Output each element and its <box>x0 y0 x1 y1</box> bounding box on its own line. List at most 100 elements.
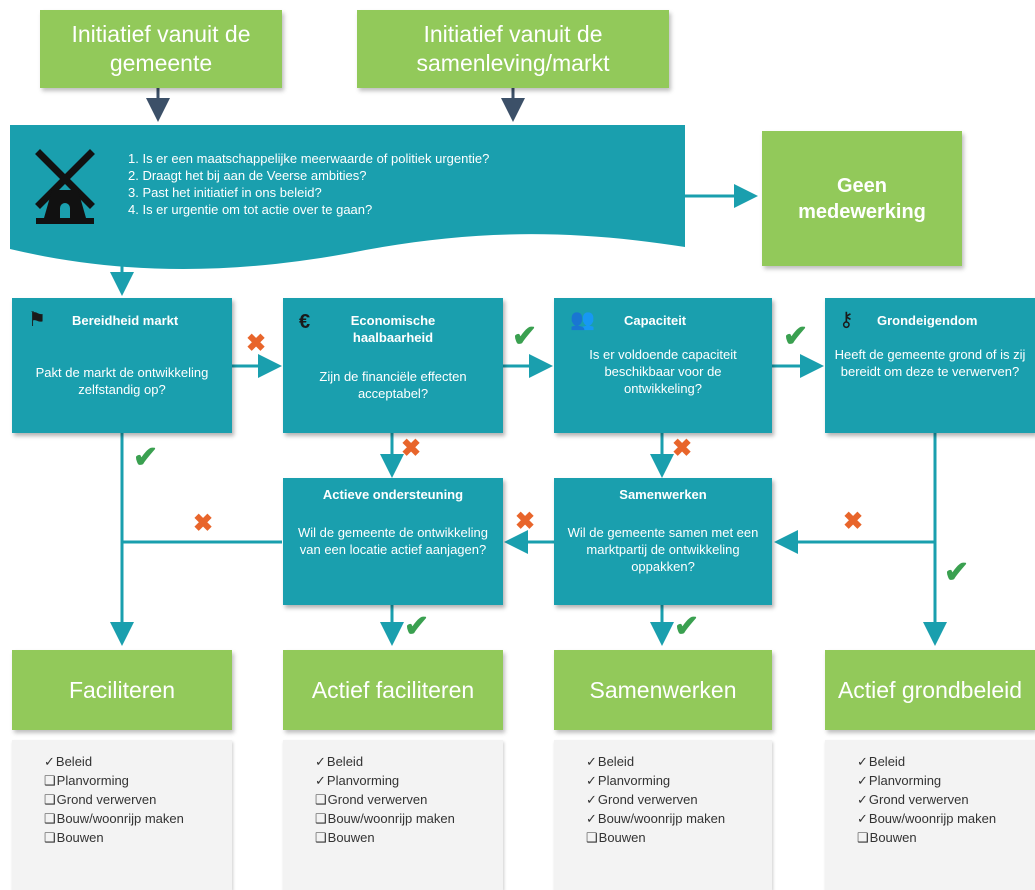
cross-icon: ✖ <box>515 508 536 535</box>
initiative-samenleving-box: Initiatief vanuit de samenleving/markt <box>357 10 669 88</box>
checklist-item-label: Planvorming <box>868 773 942 788</box>
check-icon: ✔ <box>944 556 970 589</box>
checklist-item-label: Planvorming <box>326 773 400 788</box>
capaciteit-text: Is er voldoende capaciteit beschikbaar v… <box>589 347 737 396</box>
checklist-item-label: Bouw/woonrijp maken <box>868 811 997 826</box>
checklist-item-label: Bouwen <box>598 830 646 845</box>
checklist-actief-grondbeleid: ✓Beleid ✓Planvorming ✓Grond verwerven ✓B… <box>825 740 1035 890</box>
checklist-item: ✓Bouw/woonrijp maken <box>586 809 772 828</box>
actieve-ondersteuning-text: Wil de gemeente de ontwikkeling van een … <box>297 525 489 557</box>
initiative-gemeente-label: Initiatief vanuit de gemeente <box>71 21 251 76</box>
check-mark-icon: ✓ <box>857 811 868 826</box>
checkbox-icon: ❑ <box>857 830 869 845</box>
checklist-actief-faciliteren: ✓Beleid ✓Planvorming ❑Grond verwerven ❑B… <box>283 740 503 890</box>
cross-icon: ✖ <box>843 508 864 535</box>
outcome-samenwerken-label: Samenwerken <box>589 676 737 703</box>
checklist-item: ❑Bouw/woonrijp maken <box>315 809 503 828</box>
checkbox-icon: ❑ <box>44 773 56 788</box>
checklist-item: ❑Bouwen <box>315 828 503 847</box>
outcome-actief-grondbeleid-label: Actief grondbeleid <box>837 676 1023 703</box>
outcome-actief-grondbeleid: Actief grondbeleid <box>825 650 1035 730</box>
initiative-samenleving-label: Initiatief vanuit de samenleving/markt <box>416 21 610 76</box>
actieve-ondersteuning-box: Actieve ondersteuning Wil de gemeente de… <box>283 478 503 605</box>
check-mark-icon: ✓ <box>586 754 597 769</box>
bereidheid-markt-title: Bereidheid markt <box>72 313 179 328</box>
checklist-item-label: Bouw/woonrijp maken <box>327 811 455 826</box>
checklist-faciliteren: ✓Beleid ❑Planvorming ❑Grond verwerven ❑B… <box>12 740 232 890</box>
checklist-item: ✓Planvorming <box>857 771 1035 790</box>
checklist-item: ❑Planvorming <box>44 771 232 790</box>
checklist-item: ✓Grond verwerven <box>857 790 1035 809</box>
flag-icon: ⚑ <box>28 309 46 331</box>
checklist-item: ❑Bouwen <box>857 828 1035 847</box>
checklist-item: ❑Grond verwerven <box>44 790 232 809</box>
outcome-samenwerken: Samenwerken <box>554 650 772 730</box>
checklist-item-label: Grond verwerven <box>868 792 969 807</box>
euro-icon: € <box>299 311 311 333</box>
outcome-faciliteren-label: Faciliteren <box>68 676 176 703</box>
geen-medewerking-label: Geen medewerking <box>798 174 926 223</box>
check-mark-icon: ✓ <box>586 811 597 826</box>
check-icon: ✔ <box>404 610 430 643</box>
check-icon: ✔ <box>674 610 700 643</box>
checklist-item-label: Beleid <box>597 754 635 769</box>
main-question-2: 2. Draagt het bij aan de Veerse ambities… <box>128 168 367 183</box>
people-icon: 👥 <box>570 309 595 331</box>
checklist-item: ❑Grond verwerven <box>315 790 503 809</box>
checklist-item-label: Beleid <box>326 754 364 769</box>
check-icon: ✔ <box>512 320 538 353</box>
checklist-item-label: Beleid <box>868 754 906 769</box>
checklist-item: ❑Bouw/woonrijp maken <box>44 809 232 828</box>
cross-icon: ✖ <box>193 510 214 537</box>
economische-haalbaarheid-text: Zijn de financiële effecten acceptabel? <box>319 369 467 401</box>
geen-medewerking-box: Geen medewerking <box>762 131 962 266</box>
economische-haalbaarheid-box: € Economische haalbaarheid Zijn de finan… <box>283 298 503 433</box>
cross-icon: ✖ <box>672 435 693 462</box>
checkbox-icon: ❑ <box>315 830 327 845</box>
main-question-4: 4. Is er urgentie om tot actie over te g… <box>128 202 373 217</box>
outcome-actief-faciliteren: Actief faciliteren <box>283 650 503 730</box>
grondeigendom-box: ⚷ Grondeigendom Heeft de gemeente grond … <box>825 298 1035 433</box>
economische-haalbaarheid-title: Economische haalbaarheid <box>350 313 436 345</box>
checklist-item-label: Planvorming <box>56 773 129 788</box>
checklist-item-label: Bouwen <box>56 830 104 845</box>
checklist-item-label: Bouwen <box>869 830 917 845</box>
main-question-3: 3. Past het initiatief in ons beleid? <box>128 185 322 200</box>
outcome-actief-faciliteren-label: Actief faciliteren <box>311 676 475 703</box>
cross-icon: ✖ <box>401 435 422 462</box>
bereidheid-markt-box: ⚑ Bereidheid markt Pakt de markt de ontw… <box>12 298 232 433</box>
initiative-gemeente-box: Initiatief vanuit de gemeente <box>40 10 282 88</box>
key-icon: ⚷ <box>839 309 854 331</box>
checklist-item: ✓Grond verwerven <box>586 790 772 809</box>
checklist-item: ✓Planvorming <box>315 771 503 790</box>
check-mark-icon: ✓ <box>857 773 868 788</box>
check-mark-icon: ✓ <box>44 754 55 769</box>
checkbox-icon: ❑ <box>315 792 327 807</box>
check-icon: ✔ <box>133 441 159 474</box>
checkbox-icon: ❑ <box>315 811 327 826</box>
checklist-item: ✓Beleid <box>44 752 232 771</box>
checkbox-icon: ❑ <box>586 830 598 845</box>
main-question-list: 1. Is er een maatschappelijke meerwaarde… <box>128 150 668 218</box>
windmill-icon <box>30 146 100 226</box>
check-mark-icon: ✓ <box>857 754 868 769</box>
checklist-item-label: Grond verwerven <box>597 792 698 807</box>
checklist-item-label: Bouwen <box>327 830 375 845</box>
checklist-item: ❑Bouwen <box>586 828 772 847</box>
checklist-item-label: Bouw/woonrijp maken <box>56 811 184 826</box>
check-mark-icon: ✓ <box>315 773 326 788</box>
checklist-item: ✓Beleid <box>586 752 772 771</box>
checklist-samenwerken: ✓Beleid ✓Planvorming ✓Grond verwerven ✓B… <box>554 740 772 890</box>
actieve-ondersteuning-title: Actieve ondersteuning <box>322 487 464 502</box>
checklist-item: ✓Beleid <box>857 752 1035 771</box>
checklist-item: ❑Bouwen <box>44 828 232 847</box>
check-mark-icon: ✓ <box>586 792 597 807</box>
samenwerken-question-box: Samenwerken Wil de gemeente samen met ee… <box>554 478 772 605</box>
checklist-item-label: Planvorming <box>597 773 671 788</box>
checkbox-icon: ❑ <box>44 830 56 845</box>
bereidheid-markt-text: Pakt de markt de ontwikkeling zelfstandi… <box>35 365 209 397</box>
grondeigendom-title: Grondeigendom <box>877 313 978 328</box>
check-mark-icon: ✓ <box>586 773 597 788</box>
check-mark-icon: ✓ <box>315 754 326 769</box>
